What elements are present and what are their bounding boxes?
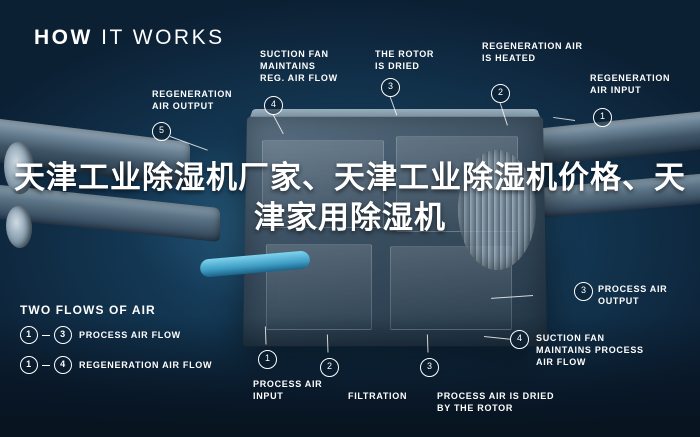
callout-marker-5[interactable]: 5 bbox=[152, 122, 171, 141]
overlay-chinese-text: 天津工业除湿机厂家、天津工业除湿机价格、天津家用除湿机 bbox=[14, 160, 686, 236]
callout-label-regen-air-output: REGENERATION AIR OUTPUT bbox=[152, 89, 233, 111]
callout-label-process-air-output: PROCESS AIR OUTPUT bbox=[598, 284, 668, 306]
callout-marker-3[interactable]: 3 bbox=[381, 78, 400, 97]
legend-marker-4: 4 bbox=[54, 356, 72, 374]
callout-marker-4[interactable]: 4 bbox=[264, 96, 283, 115]
callout-label-process-dried: PROCESS AIR IS DRIED BY THE ROTOR bbox=[437, 391, 555, 413]
callout-marker-2b[interactable]: 2 bbox=[320, 358, 339, 377]
legend-dash-2 bbox=[42, 364, 50, 366]
callout-label-rotor-dried: THE ROTOR IS DRIED bbox=[375, 49, 435, 71]
legend-label-process: PROCESS AIR FLOW bbox=[79, 330, 181, 340]
legend-marker-1b: 1 bbox=[20, 356, 38, 374]
callout-marker-1b[interactable]: 1 bbox=[258, 350, 277, 369]
legend-markers-process: 1 3 bbox=[20, 326, 72, 344]
legend-marker-1: 1 bbox=[20, 326, 38, 344]
page-title-bold: HOW bbox=[34, 26, 93, 49]
callout-label-process-air-input: PROCESS AIR INPUT bbox=[253, 379, 323, 401]
callout-label-filtration: FILTRATION bbox=[348, 391, 408, 401]
callout-marker-1[interactable]: 1 bbox=[593, 108, 612, 127]
floor-shadow bbox=[0, 317, 700, 437]
desiccant-rotor bbox=[458, 150, 536, 270]
callout-label-suction-fan-reg: SUCTION FAN MAINTAINS REG. AIR FLOW bbox=[260, 49, 338, 83]
unit-panel-1 bbox=[262, 140, 384, 228]
legend-row-regeneration: 1 4 REGENERATION AIR FLOW bbox=[20, 356, 212, 374]
callout-marker-5b[interactable]: 3 bbox=[574, 282, 593, 301]
legend-dash-1 bbox=[42, 334, 50, 336]
callout-label-regen-heated: REGENERATION AIR IS HEATED bbox=[482, 41, 583, 63]
legend-label-regeneration: REGENERATION AIR FLOW bbox=[79, 360, 213, 370]
callout-marker-4b[interactable]: 4 bbox=[510, 330, 529, 349]
callout-marker-2[interactable]: 2 bbox=[491, 84, 510, 103]
legend-marker-3: 3 bbox=[54, 326, 72, 344]
callout-label-suction-fan-process: SUCTION FAN MAINTAINS PROCESS AIR FLOW bbox=[536, 333, 644, 367]
page-title-rest: IT WORKS bbox=[92, 26, 225, 49]
legend-markers-regeneration: 1 4 bbox=[20, 356, 72, 374]
legend-title: TWO FLOWS OF AIR bbox=[20, 303, 156, 317]
callout-label-regen-air-input: REGENERATION AIR INPUT bbox=[590, 73, 671, 95]
page-title: HOW IT WORKS bbox=[34, 26, 225, 50]
legend-row-process: 1 3 PROCESS AIR FLOW bbox=[20, 326, 181, 344]
callout-marker-3b[interactable]: 3 bbox=[420, 358, 439, 377]
